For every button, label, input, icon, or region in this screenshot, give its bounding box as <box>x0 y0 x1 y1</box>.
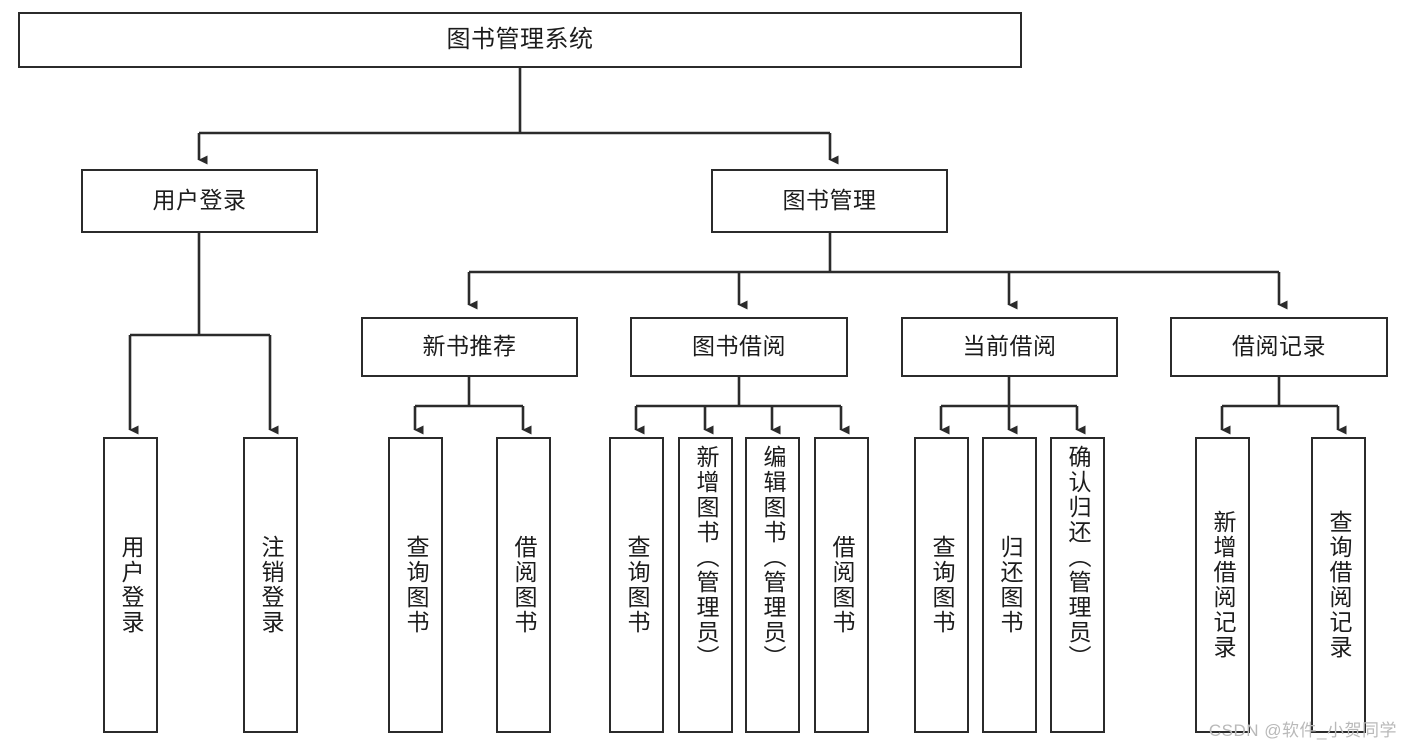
node-user-login[interactable]: 用户登录 <box>81 169 318 233</box>
node-label: 编辑图书（管理员） <box>760 445 786 670</box>
leaf-recommend-query-book[interactable]: 查询图书 <box>388 437 443 733</box>
node-label: 新书推荐 <box>422 333 517 360</box>
node-label: 确认归还（管理员） <box>1065 445 1091 670</box>
node-label: 归还图书 <box>997 535 1023 635</box>
node-borrow-record[interactable]: 借阅记录 <box>1170 317 1388 377</box>
leaf-record-query-record[interactable]: 查询借阅记录 <box>1311 437 1366 733</box>
node-label: 用户登录 <box>118 535 144 635</box>
node-book-borrow[interactable]: 图书借阅 <box>630 317 848 377</box>
leaf-user-login-logout[interactable]: 注销登录 <box>243 437 298 733</box>
leaf-borrow-query-book[interactable]: 查询图书 <box>609 437 664 733</box>
node-label: 查询图书 <box>624 535 650 635</box>
node-label: 查询借阅记录 <box>1326 510 1352 660</box>
leaf-current-return-book[interactable]: 归还图书 <box>982 437 1037 733</box>
leaf-borrow-add-book-admin[interactable]: 新增图书（管理员） <box>678 437 733 733</box>
node-label: 借阅图书 <box>511 535 537 635</box>
node-root-system[interactable]: 图书管理系统 <box>18 12 1022 68</box>
node-label: 查询图书 <box>403 535 429 635</box>
node-book-management[interactable]: 图书管理 <box>711 169 948 233</box>
node-label: 图书借阅 <box>692 333 786 360</box>
node-label: 借阅记录 <box>1232 333 1326 360</box>
node-label: 新增借阅记录 <box>1210 510 1236 660</box>
node-label: 当前借阅 <box>962 333 1057 360</box>
node-label: 注销登录 <box>258 535 284 635</box>
leaf-current-confirm-return-admin[interactable]: 确认归还（管理员） <box>1050 437 1105 733</box>
node-label: 新增图书（管理员） <box>693 445 719 670</box>
leaf-record-add-record[interactable]: 新增借阅记录 <box>1195 437 1250 733</box>
node-label: 图书管理系统 <box>446 25 594 53</box>
node-new-book-recommend[interactable]: 新书推荐 <box>361 317 578 377</box>
leaf-borrow-borrow-book[interactable]: 借阅图书 <box>814 437 869 733</box>
leaf-recommend-borrow-book[interactable]: 借阅图书 <box>496 437 551 733</box>
node-current-borrow[interactable]: 当前借阅 <box>901 317 1118 377</box>
node-label: 查询图书 <box>929 535 955 635</box>
leaf-current-query-book[interactable]: 查询图书 <box>914 437 969 733</box>
node-label: 图书管理 <box>782 187 877 214</box>
node-label: 用户登录 <box>152 187 247 214</box>
node-label: 借阅图书 <box>829 535 855 635</box>
leaf-user-login-login[interactable]: 用户登录 <box>103 437 158 733</box>
leaf-borrow-edit-book-admin[interactable]: 编辑图书（管理员） <box>745 437 800 733</box>
